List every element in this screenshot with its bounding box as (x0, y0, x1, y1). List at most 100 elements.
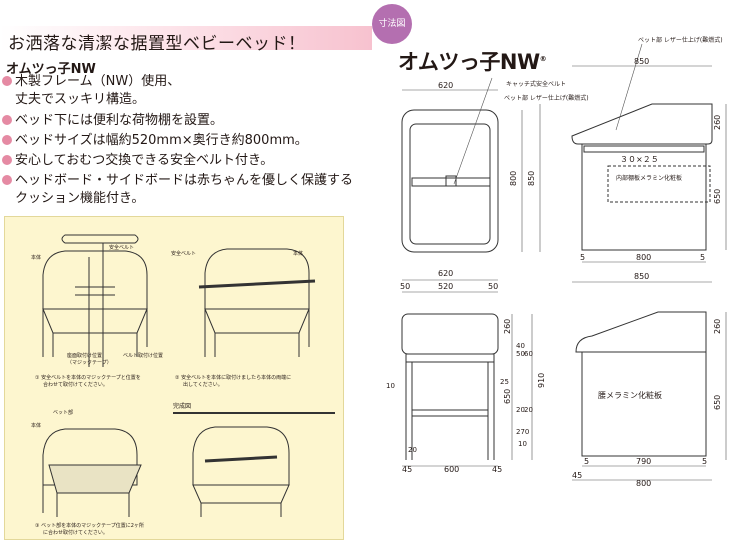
dim-text: 5 (700, 253, 705, 262)
dim-text: 850 (634, 57, 649, 66)
dim-text: 5 (580, 253, 585, 262)
shelf-outline (607, 165, 711, 203)
side-top-outline (571, 103, 713, 145)
front-outline (401, 109, 499, 253)
dim-text: 45 (492, 465, 502, 474)
dim-text: 10 (518, 440, 527, 448)
belt-bar (411, 177, 491, 187)
assembly-drawing: 本体 安全ベルト 安全ベルト 本体 座面取付け位置 （マジックテープ） ベルト取… (31, 234, 335, 536)
front2-legs (405, 362, 495, 460)
page-title: お洒落な清潔な据置型ベビーベッド！ (8, 34, 306, 54)
dim-text: 20 (516, 406, 525, 414)
label-body: 本体 (31, 422, 41, 429)
dim-text: 800 (636, 253, 651, 262)
feature-item: 安心しておむつ交換できる安全ベルト付き。 (2, 152, 273, 170)
dim-text: 790 (636, 457, 651, 466)
side2-body (581, 351, 707, 457)
bed-legs-shape (200, 503, 282, 517)
bed-back-shape (42, 250, 148, 310)
dim-text: 5 (584, 457, 589, 466)
feature-item: ベッドサイズは幅約520mm×奥行き約800mm。 (2, 132, 308, 150)
bed-seat-shape (42, 308, 148, 334)
label-bed-part: ベット部 (53, 409, 73, 416)
bed-seat-shape (192, 484, 290, 504)
dim-text: 60 (524, 350, 533, 358)
belt-shape (204, 455, 278, 463)
dim-text: 650 (713, 189, 722, 204)
dim-text: 270 (516, 428, 529, 436)
bed-seat-shape (204, 308, 310, 334)
label-complete: 完成図 (173, 402, 191, 410)
label-shelf: 内部棚板メラミン化粧板 (616, 174, 682, 182)
dim-text: 5 (702, 457, 707, 466)
dim-text: 800 (509, 171, 518, 186)
drawing-model-name: オムツっ子NW® (398, 50, 547, 74)
step-3: に合わせ取付けてください。 (43, 529, 108, 536)
bed-legs-shape (42, 309, 148, 357)
dim-line (402, 279, 498, 293)
bullet-icon (2, 155, 12, 165)
dim-text: 650 (713, 395, 722, 410)
side-body (581, 143, 707, 251)
dim-text: 260 (713, 115, 722, 130)
model-name: オムツっ子NW (6, 62, 96, 77)
step-2: 出してください。 (183, 381, 223, 388)
bed-back-shape (42, 428, 138, 486)
bullet-icon (2, 76, 12, 86)
dim-text: 620 (438, 81, 453, 90)
dim-text: 650 (503, 389, 512, 404)
feature-item: ヘッドボード・サイドボードは赤ちゃんを優しく保護する クッション機能付き。 (2, 172, 353, 208)
dim-text: 20 (408, 446, 417, 454)
label-belt: 安全ベルト (171, 250, 196, 257)
leader-line (453, 77, 493, 185)
front-inner (409, 123, 491, 245)
dim-text: 10 (386, 382, 395, 390)
dim-text: 50 (516, 350, 525, 358)
step-3: ③ ベット部を本体のマジックテープ位置に2ヶ所 (35, 522, 144, 529)
dim-text: 260 (503, 319, 512, 334)
dim-text: 50 (400, 282, 410, 291)
leader-line (615, 43, 643, 131)
feature-item: 木製フレーム（NW）使用、 丈夫でスッキリ構造。 (2, 73, 180, 109)
dim-text: 520 (438, 282, 453, 291)
label-seat-pos: 座面取付け位置 (67, 352, 102, 359)
label-belt-pos: ベルト取付け位置 (123, 352, 163, 359)
dim-text: 45 (402, 465, 412, 474)
dim-text: 600 (444, 465, 459, 474)
front2-seat (405, 353, 495, 363)
dim-line (521, 104, 541, 252)
dim-text: 45 (572, 471, 582, 480)
bed-top-shape (48, 464, 142, 494)
assembly-illustration: 本体 安全ベルト 安全ベルト 本体 座面取付け位置 （マジックテープ） ベルト取… (4, 216, 344, 540)
label-pipe: ３０×２５ (620, 155, 659, 164)
belt-shape (198, 279, 316, 289)
dim-text: 620 (438, 269, 453, 278)
front2-shelf (412, 409, 488, 417)
dim-text: 260 (713, 319, 722, 334)
step-1: 合わせて取付けてください。 (43, 381, 108, 388)
bullet-icon (2, 135, 12, 145)
dim-text: 850 (634, 272, 649, 281)
label-melamine: 腰メラミン化粧板 (598, 390, 662, 400)
label-leather: ベット部 レザー仕上げ(難燃式) (504, 94, 589, 102)
dimension-badge: 寸法図 (372, 4, 412, 44)
dim-text: 50 (488, 282, 498, 291)
bed-legs-shape (42, 485, 130, 517)
step-2: ② 安全ベルトを本体に取付けましたら本体の両端に (175, 374, 291, 381)
label-body: 本体 (293, 250, 303, 257)
dim-text: 40 (516, 342, 525, 350)
side2-top (575, 311, 707, 353)
label-catch-belt: キャッチ式安全ベルト (506, 80, 566, 88)
bullet-icon (2, 175, 12, 185)
front2-back (401, 313, 499, 355)
dim-line (511, 314, 533, 460)
dim-text: 910 (537, 373, 546, 388)
feature-item: ベッド下には便利な荷物棚を設置。 (2, 112, 223, 130)
dim-text: 20 (524, 406, 533, 414)
label-seat-pos-sub: （マジックテープ） (67, 360, 112, 366)
dim-line (402, 465, 712, 481)
label-body: 本体 (31, 254, 41, 261)
dimension-drawing: 620 850 800 850 260 650 5 800 5 620 50 5… (386, 36, 727, 488)
bed-back-shape (204, 248, 310, 310)
dim-text: 25 (500, 378, 509, 386)
